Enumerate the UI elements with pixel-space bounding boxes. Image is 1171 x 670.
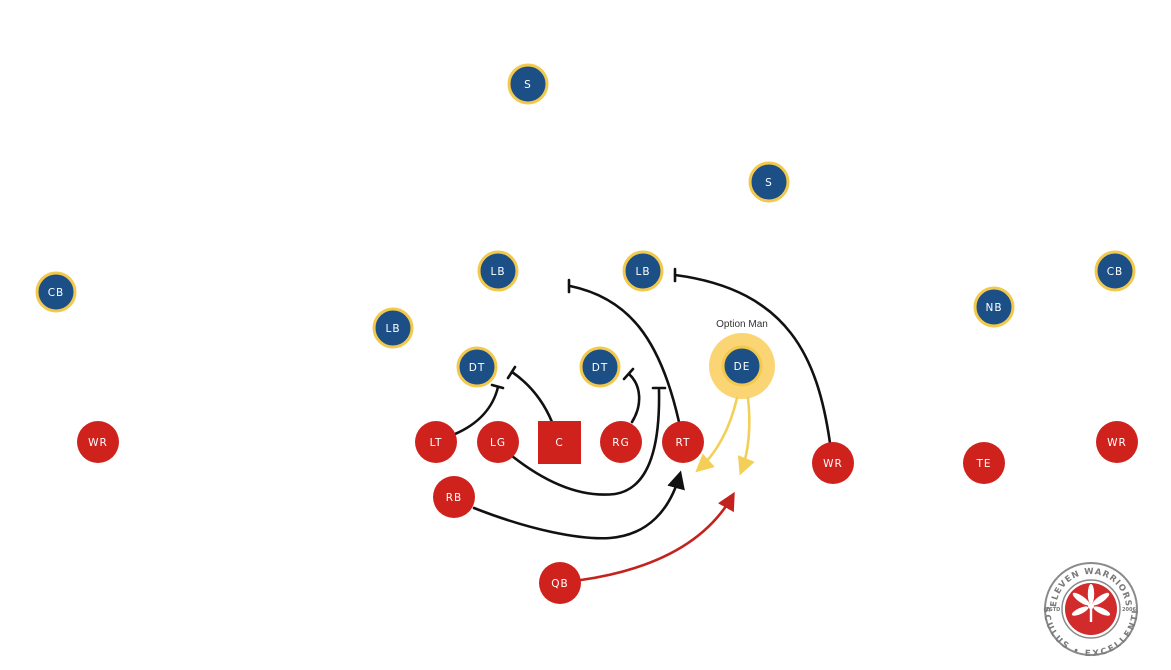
defender-lb-left: LB [477, 250, 519, 292]
lt-block-path [453, 385, 500, 436]
wr-crack-path [673, 273, 832, 445]
defense: S S LB LB LB CB CB NB [35, 63, 1136, 388]
defender-lb-outside: LB [372, 307, 414, 349]
offense-center: C [538, 421, 581, 464]
svg-text:DT: DT [592, 362, 609, 374]
lg-pull-path [510, 388, 661, 496]
offense-wr-slot: WR [812, 442, 854, 484]
svg-text:QB: QB [551, 578, 568, 590]
logo-bottom-text: AESCULUS • EXCELLENTIAM [0, 1, 1141, 659]
buckeye-leaf-icon [1071, 584, 1111, 622]
svg-text:DE: DE [734, 361, 751, 373]
option-man-label: Option Man [716, 319, 768, 330]
svg-text:C: C [555, 437, 563, 449]
lt-block-tee [490, 383, 505, 390]
blocking-paths [453, 267, 832, 540]
offense-rg: RG [600, 421, 642, 463]
svg-text:S: S [765, 177, 773, 189]
defender-de-option: DE [721, 345, 763, 387]
offense-rb: RB [433, 476, 475, 518]
svg-text:LG: LG [490, 437, 506, 449]
offense-rt: RT [662, 421, 704, 463]
qb-run-path [579, 491, 735, 582]
offense: WR LT LG C RG RT RB QB [77, 421, 1138, 604]
offense-wr-left: WR [77, 421, 119, 463]
svg-text:LB: LB [635, 266, 650, 278]
offense-wr-right: WR [1096, 421, 1138, 463]
offense-qb: QB [539, 562, 581, 604]
eleven-warriors-logo: ELEVEN WARRIORS AESCULUS • EXCELLENTIAM … [0, 1, 1141, 659]
defender-safety-deep: S [507, 63, 549, 105]
svg-text:CB: CB [48, 287, 65, 299]
logo-year-text: 2006 [1122, 607, 1136, 613]
center-block-tee [506, 365, 517, 380]
svg-text:WR: WR [823, 458, 843, 470]
option-read-arrow-upfield [737, 396, 755, 476]
defender-dt-left: DT [456, 346, 498, 388]
svg-text:RB: RB [446, 492, 463, 504]
rg-block-path [627, 372, 641, 424]
rg-block-tee [622, 367, 635, 381]
rb-run-path [472, 470, 685, 540]
offense-lt: LT [415, 421, 457, 463]
defender-safety-right: S [748, 161, 790, 203]
svg-text:DT: DT [469, 362, 486, 374]
center-block-path [510, 370, 554, 424]
logo-estd-text: ESTD [1046, 607, 1061, 613]
svg-text:LB: LB [490, 266, 505, 278]
svg-text:WR: WR [1107, 437, 1127, 449]
offense-lg: LG [477, 421, 519, 463]
option-read-arrow-inside [695, 396, 739, 473]
svg-text:TE: TE [975, 458, 991, 470]
svg-text:WR: WR [88, 437, 108, 449]
option-read-paths [695, 396, 755, 476]
svg-text:LT: LT [430, 437, 443, 449]
defender-lb-right: LB [622, 250, 664, 292]
svg-text:NB: NB [985, 302, 1002, 314]
rt-climb-path [568, 284, 681, 424]
defender-nickel: NB [973, 286, 1015, 328]
defender-cb-left: CB [35, 271, 77, 313]
offense-te: TE [963, 442, 1005, 484]
svg-text:LB: LB [385, 323, 400, 335]
defender-cb-right: CB [1094, 250, 1136, 292]
svg-text:S: S [524, 79, 532, 91]
svg-text:RG: RG [612, 437, 629, 449]
defender-dt-right: DT [579, 346, 621, 388]
svg-text:RT: RT [676, 437, 691, 449]
svg-text:CB: CB [1107, 266, 1124, 278]
